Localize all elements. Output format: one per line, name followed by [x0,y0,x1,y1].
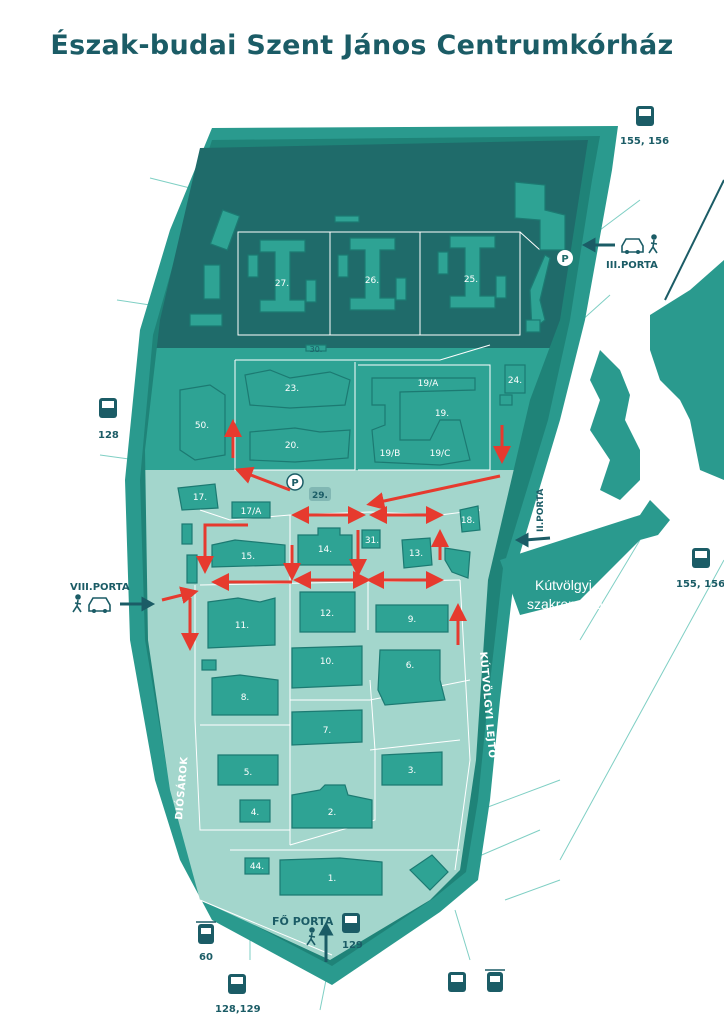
building-5-label: 5. [244,768,253,778]
building-17-label: 17. [193,493,207,503]
building-8-label: 8. [241,693,250,703]
kutvolgyi-line2: szakrendelő [527,596,603,612]
parking-icon: P [557,250,573,266]
map-title: Észak-budai Szent János Centrumkórház [50,30,674,61]
building-15-label: 15. [241,552,255,562]
bus-icon [99,398,117,418]
building-25-label: 25. [464,275,478,285]
bus-top-right-lines: 155, 156 [620,136,669,147]
building-2-label: 2. [328,808,337,818]
gate-arrows [120,237,615,962]
building-29-label: 29. [312,491,328,501]
tram-left-lines: 60 [199,952,213,963]
bus-fo-porta-lines: 129 [342,940,363,951]
building-19a-label: 19/A [418,379,439,389]
tram-icon [196,921,216,944]
buildings-south [177,483,481,896]
gate-iii-label: III.PORTA [606,260,658,271]
parking-icon: P [286,473,304,491]
building-27-label: 27. [275,279,289,289]
building-11-label: 11. [235,621,249,631]
building-17a-label: 17/A [241,507,262,517]
buildings-north [189,181,566,333]
gate-fo-label: FŐ PORTA [272,914,334,928]
building-12-label: 12. [320,609,334,619]
buildings-middle [179,344,526,466]
bus-bottom-left-lines: 128,129 [215,1004,261,1015]
building-10-label: 10. [320,657,334,667]
building-labels: 27. 26. 25. 30. 23. 20. 50. 19/A 19. 19/… [193,275,522,884]
building-7-label: 7. [323,726,332,736]
building-14-label: 14. [318,545,332,555]
building-19c-label: 19/C [430,449,451,459]
building-4-label: 4. [251,808,260,818]
gate-viii-label: VIII.PORTA [70,582,130,593]
bus-right-lines: 155, 156 [676,579,724,590]
building-31-label: 31. [365,536,379,546]
building-50-label: 50. [195,421,209,431]
svg-text:P: P [291,478,298,489]
building-20-label: 20. [285,441,299,451]
building-9-label: 9. [408,615,417,625]
building-18-label: 18. [461,516,475,526]
car-icon [88,597,111,613]
bus-icon [228,974,246,994]
building-26-label: 26. [365,276,379,286]
route-arrows [161,419,511,651]
building-3-label: 3. [408,766,417,776]
building-1-label: 1. [328,874,337,884]
gate-ii-label: II.PORTA [536,489,546,532]
kutvolgyi-complex [500,179,724,615]
building-13-label: 13. [409,549,423,559]
building-30-label: 30. [310,345,323,354]
pedestrian-icon [648,234,658,254]
pedestrian-icon [72,594,82,613]
building-29-marker [309,487,331,501]
bus-left-lines: 128 [98,430,119,441]
building-23-label: 23. [285,384,299,394]
building-44-label: 44. [250,862,264,872]
bus-icon [692,548,710,568]
building-19b-label: 19/B [380,449,401,459]
bus-icon [448,972,466,992]
building-19-label: 19. [435,409,449,419]
pedestrian-icon [306,927,316,946]
tram-icon [485,969,505,992]
car-icon [621,238,644,254]
bus-icon [636,106,654,126]
building-24-label: 24. [508,376,522,386]
svg-text:P: P [561,254,568,265]
kutvolgyi-line1: Kútvölgyi [535,577,592,593]
bus-icon [342,913,360,933]
building-6-label: 6. [406,661,415,671]
